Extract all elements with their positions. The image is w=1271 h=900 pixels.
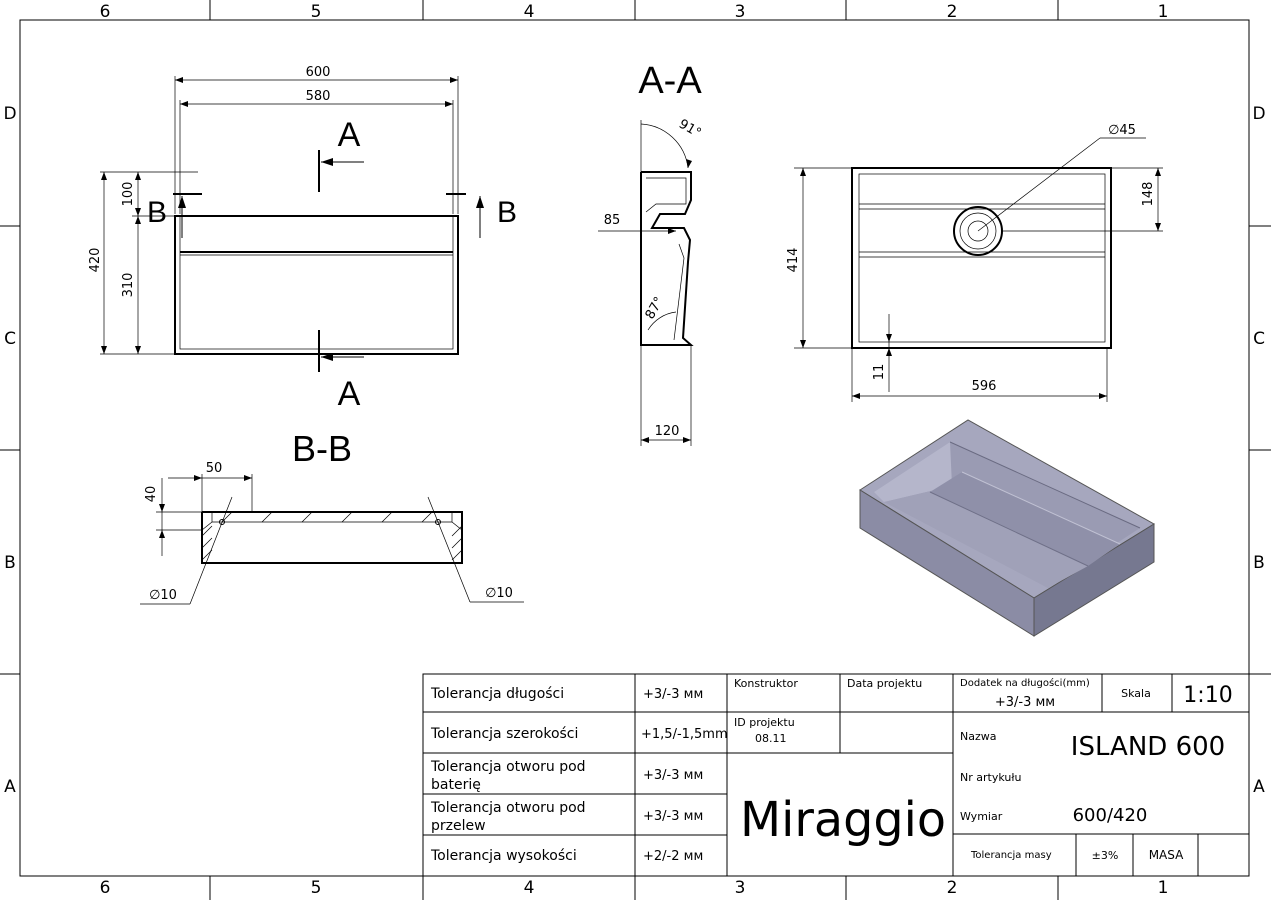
dim-310: 310 [121, 273, 136, 298]
wymiar-label: Wymiar [960, 810, 1003, 823]
tolerance-label: Tolerancja otworu pod [430, 759, 586, 775]
tolerancja-masy-label: Tolerancja masy [970, 850, 1052, 861]
tolerancja-masy-value: ±3% [1092, 849, 1119, 862]
dim-120: 120 [655, 424, 680, 439]
dim-40: 40 [144, 486, 159, 503]
tolerance-label: przelew [431, 818, 486, 834]
wymiar-value: 600/420 [1073, 805, 1148, 826]
dim-50: 50 [206, 461, 223, 476]
section-a-label-top: A [338, 116, 361, 154]
row-label: C [1253, 329, 1265, 349]
dim-596: 596 [972, 379, 997, 394]
title-block: Tolerancja długości +3/-3 мм Tolerancja … [422, 673, 1250, 877]
id-projektu-value: 08.11 [755, 732, 787, 745]
row-label: B [1253, 553, 1265, 573]
column-label: 2 [947, 2, 958, 22]
dodatek-value: +3/-3 мм [995, 695, 1055, 710]
tolerance-label: Tolerancja szerokości [430, 726, 578, 742]
row-label: D [3, 104, 16, 124]
column-label: 1 [1158, 2, 1169, 22]
column-label: 3 [735, 2, 746, 22]
column-label: 1 [1158, 878, 1169, 898]
dim-85: 85 [604, 213, 621, 228]
basin-3d-render [859, 419, 1155, 637]
masa-label: MASA [1149, 848, 1184, 862]
tolerance-value: +2/-2 мм [643, 849, 703, 864]
dim-11: 11 [872, 364, 887, 381]
angle-87: 87° [643, 295, 668, 322]
nazwa-label: Nazwa [960, 730, 996, 743]
row-label: D [1252, 104, 1265, 124]
column-label: 4 [524, 878, 535, 898]
tolerance-label: Tolerancja wysokości [430, 848, 577, 864]
dim-580: 580 [306, 89, 331, 104]
right-view-outline [851, 167, 1112, 349]
skala-value: 1:10 [1183, 683, 1232, 708]
dim-420: 420 [88, 248, 103, 273]
column-label: 6 [100, 878, 111, 898]
column-label: 5 [311, 2, 322, 22]
nazwa-value: ISLAND 600 [1071, 732, 1225, 762]
dim-hole-45: ∅45 [1108, 123, 1136, 138]
row-label: A [1253, 777, 1265, 797]
top-view: 600 580 420 100 310 A A B B [88, 65, 517, 413]
column-label: 2 [947, 878, 958, 898]
section-bb-view: B-B 50 40 [140, 428, 524, 605]
column-label: 4 [524, 2, 535, 22]
section-aa-title: A-A [638, 60, 702, 102]
tolerance-value: +3/-3 мм [643, 768, 703, 783]
section-b-label-left: B [147, 196, 167, 229]
section-bb-title: B-B [292, 428, 352, 469]
row-label: C [4, 329, 16, 349]
section-aa-view: A-A 91° 85 87° 120 [598, 60, 703, 446]
tolerance-label: Tolerancja długości [430, 686, 564, 702]
nr-artykulu-label: Nr artykułu [960, 771, 1021, 784]
tolerance-value: +3/-3 мм [643, 687, 703, 702]
column-label: 3 [735, 878, 746, 898]
top-view-outline [174, 215, 459, 355]
dim-414: 414 [786, 248, 801, 273]
dodatek-label: Dodatek na długości(mm) [960, 677, 1090, 689]
section-b-label-right: B [497, 196, 517, 229]
dim-148: 148 [1141, 182, 1156, 207]
brand-logo-text: Miraggio [740, 792, 946, 848]
column-label: 5 [311, 878, 322, 898]
dim-600: 600 [306, 65, 331, 80]
id-projektu-label: ID projektu [734, 716, 795, 729]
row-label: B [4, 553, 16, 573]
row-label: A [4, 777, 16, 797]
skala-label: Skala [1121, 687, 1151, 700]
dim-100: 100 [121, 182, 136, 207]
right-view: ∅45 148 414 11 596 [786, 123, 1163, 402]
column-label: 6 [100, 2, 111, 22]
angle-91: 91° [676, 117, 703, 142]
data-projektu-label: Data projektu [847, 677, 922, 690]
konstruktor-label: Konstruktor [734, 677, 798, 690]
tolerance-value: +1,5/-1,5mm [641, 727, 728, 742]
section-a-label-bottom: A [338, 375, 361, 413]
section-bb-profile [201, 511, 463, 564]
tolerance-label: baterię [431, 777, 481, 793]
tolerance-value: +3/-3 мм [643, 809, 703, 824]
dim-hole-right: ∅10 [485, 586, 513, 601]
dim-hole-left: ∅10 [149, 588, 177, 603]
tolerance-label: Tolerancja otworu pod [430, 800, 586, 816]
section-aa-profile [640, 171, 694, 346]
